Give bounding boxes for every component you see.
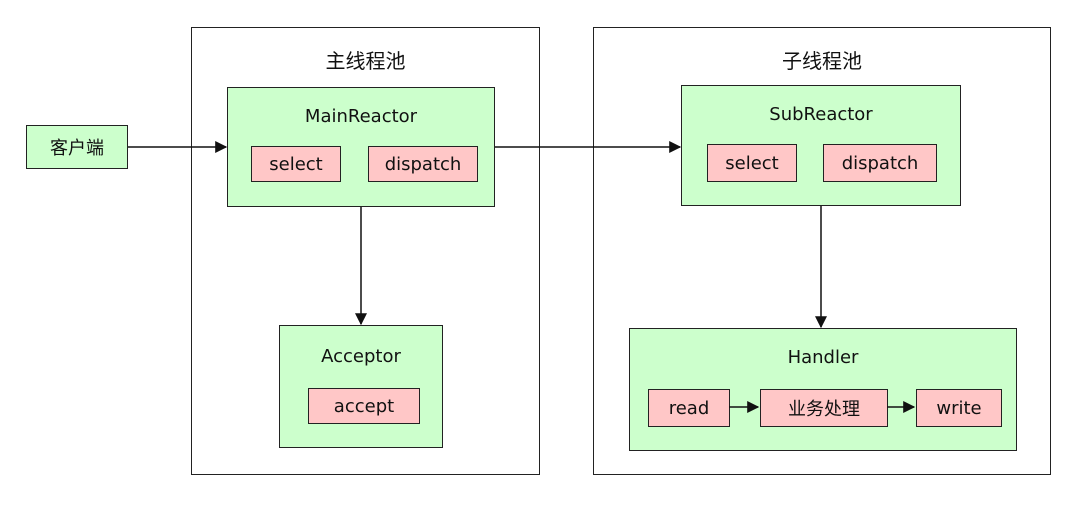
- sub-pool-title: 子线程池: [782, 49, 862, 73]
- main-pool-title: 主线程池: [325, 49, 406, 73]
- handler-title: Handler: [787, 347, 859, 368]
- acceptor-title: Acceptor: [321, 346, 401, 367]
- client-box: 客户端: [26, 125, 128, 169]
- write-label: write: [936, 397, 982, 419]
- main-dispatch-label: dispatch: [384, 153, 462, 175]
- main-select-label: select: [269, 153, 323, 175]
- main-reactor-box: MainReactor select dispatch: [227, 87, 495, 207]
- handler-business-logic: 业务处理: [760, 389, 888, 427]
- main-reactor-dispatch: dispatch: [368, 146, 478, 182]
- read-label: read: [668, 397, 710, 419]
- handler-read: read: [648, 389, 730, 427]
- acceptor-box: Acceptor accept: [279, 325, 443, 448]
- sub-select-label: select: [725, 152, 779, 174]
- business-logic-label: 业务处理: [788, 399, 860, 420]
- sub-reactor-title: SubReactor: [769, 104, 873, 125]
- accept-label: accept: [333, 395, 395, 417]
- sub-reactor-dispatch: dispatch: [823, 144, 937, 182]
- client-label: 客户端: [50, 138, 104, 159]
- main-reactor-title: MainReactor: [304, 106, 418, 127]
- sub-reactor-select: select: [707, 144, 797, 182]
- main-reactor-select: select: [251, 146, 341, 182]
- handler-write: write: [916, 389, 1002, 427]
- acceptor-accept: accept: [308, 388, 420, 424]
- handler-box: Handler read 业务处理 write: [629, 328, 1017, 451]
- sub-dispatch-label: dispatch: [841, 152, 919, 174]
- sub-reactor-box: SubReactor select dispatch: [681, 85, 961, 206]
